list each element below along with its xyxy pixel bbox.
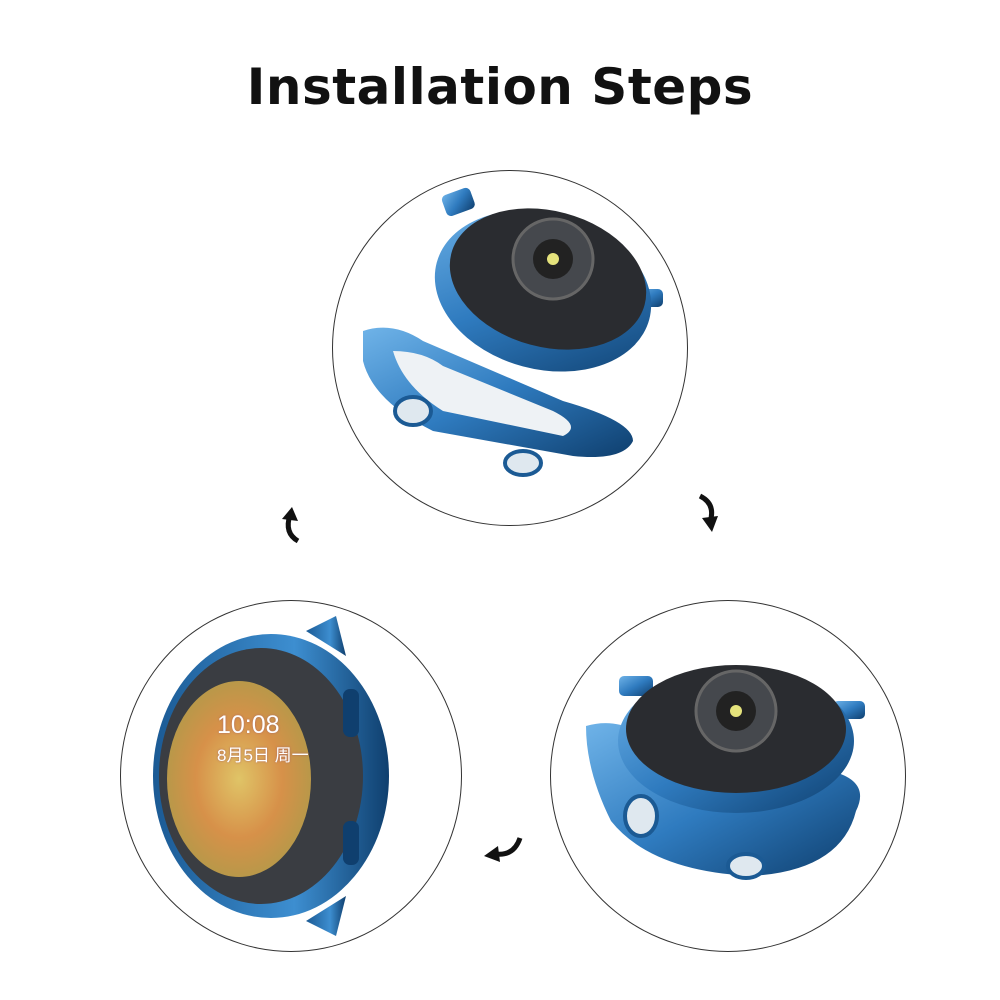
step-1-circle [332, 170, 688, 526]
watch-tilted-into-case-icon [363, 187, 663, 477]
watch-face-time: 10:08 [217, 711, 280, 739]
curved-arrow-down-icon [698, 493, 718, 532]
watch-pressed-into-case-icon [586, 665, 865, 880]
watch-face-date: 8月5日 周一 [217, 746, 309, 765]
curved-arrow-left-icon [484, 837, 523, 862]
curved-arrow-up-icon [282, 507, 300, 544]
watch-with-case-front-icon [153, 616, 389, 936]
step-2-circle [550, 600, 906, 952]
page-title: Installation Steps [246, 58, 754, 116]
step-3-circle: 10:08 8月5日 周一 [120, 600, 462, 952]
